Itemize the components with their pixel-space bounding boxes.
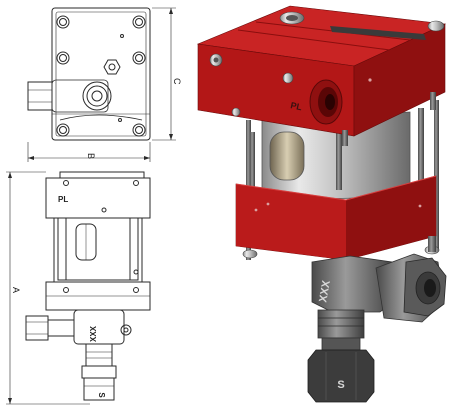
dimension-b-label: B xyxy=(86,153,96,159)
side-view-side-fitting xyxy=(25,315,49,341)
bottom-red-block xyxy=(235,175,440,276)
render-model-label: XXX xyxy=(317,279,333,303)
render-s-label: S xyxy=(337,379,344,391)
side-view-bottom-fitting xyxy=(81,365,117,379)
top-view-fitting xyxy=(27,81,53,111)
top-view-port xyxy=(82,81,112,111)
render-pl-label: PL xyxy=(290,100,304,112)
bottom-fitting xyxy=(307,309,375,403)
side-view-pl-label: PL xyxy=(58,195,68,204)
top-view-body xyxy=(51,7,151,141)
valve-body xyxy=(307,253,447,403)
dimension-a-label: A xyxy=(11,287,21,293)
side-view-s-label: S xyxy=(97,392,106,398)
dimension-b xyxy=(27,142,151,162)
side-view-model-label: XXX xyxy=(89,325,98,342)
side-view-valve-body xyxy=(73,309,125,345)
side-fitting xyxy=(375,253,447,323)
top-red-block xyxy=(196,5,447,146)
side-view-drawing xyxy=(6,171,151,405)
pump-3d-render: PL xyxy=(196,5,447,403)
dimension-c-label: C xyxy=(172,78,182,85)
top-view-drawing xyxy=(27,7,176,162)
dimension-a xyxy=(6,171,90,405)
side-view-cylinder xyxy=(57,217,139,281)
dimension-c xyxy=(152,7,176,141)
